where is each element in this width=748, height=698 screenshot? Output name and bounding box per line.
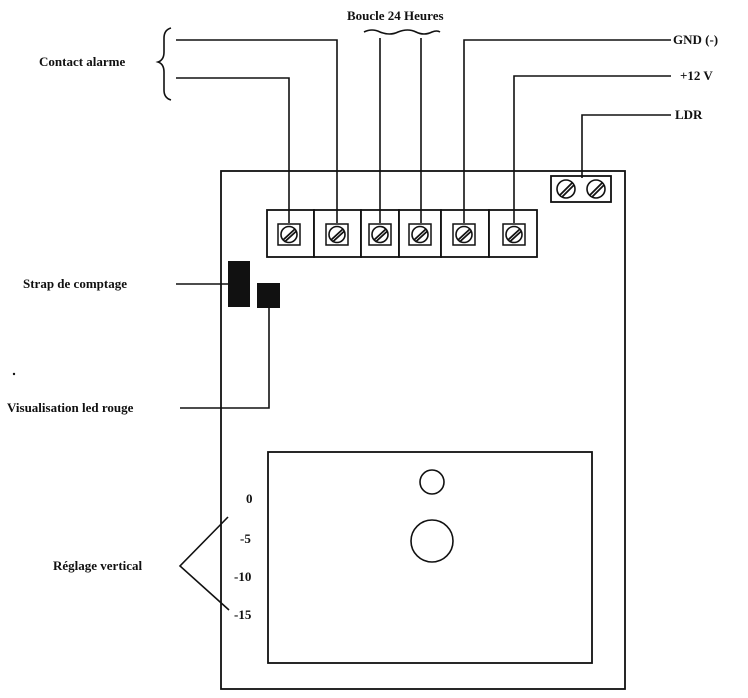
- small-hole-icon: [419, 469, 445, 495]
- brace-contact: [155, 27, 172, 101]
- label-contact: Contact alarme: [39, 54, 126, 69]
- label-boucle: Boucle 24 Heures: [347, 8, 444, 23]
- label-led: Visualisation led rouge: [7, 400, 134, 415]
- wire-gnd: [463, 39, 671, 223]
- wire-12v: [513, 75, 671, 223]
- wire-ldr: [581, 114, 671, 178]
- terminal-block: [266, 209, 538, 258]
- strap-block: [228, 261, 250, 307]
- ldr-terminal: [550, 175, 612, 203]
- led-block: [257, 283, 280, 308]
- label-gnd: GND (-): [673, 32, 718, 47]
- label-12v: +12 V: [680, 68, 713, 83]
- large-hole-icon: [410, 519, 454, 563]
- screw-icon: [452, 223, 476, 246]
- screw-icon: [502, 223, 526, 246]
- screw-icon: [408, 223, 432, 246]
- stray-dot: [12, 372, 16, 376]
- wire-contact-1: [176, 39, 338, 223]
- wire-contact-2: [176, 77, 290, 223]
- label-reglage: Réglage vertical: [53, 558, 143, 573]
- screw-icon: [277, 223, 301, 246]
- brace-loop: [363, 29, 441, 35]
- wires: [176, 38, 671, 223]
- scale-tick: -15: [234, 607, 252, 622]
- terminal-screws: [277, 223, 526, 246]
- label-ldr: LDR: [675, 107, 703, 122]
- screw-icon: [368, 223, 392, 246]
- scale-tick: -10: [234, 569, 251, 584]
- screw-icon: [325, 223, 349, 246]
- label-strap: Strap de comptage: [23, 276, 127, 291]
- scale-tick: 0: [246, 491, 253, 506]
- led-leader: [180, 308, 270, 409]
- reglage-leader: [178, 516, 230, 611]
- scale-tick: -5: [240, 531, 251, 546]
